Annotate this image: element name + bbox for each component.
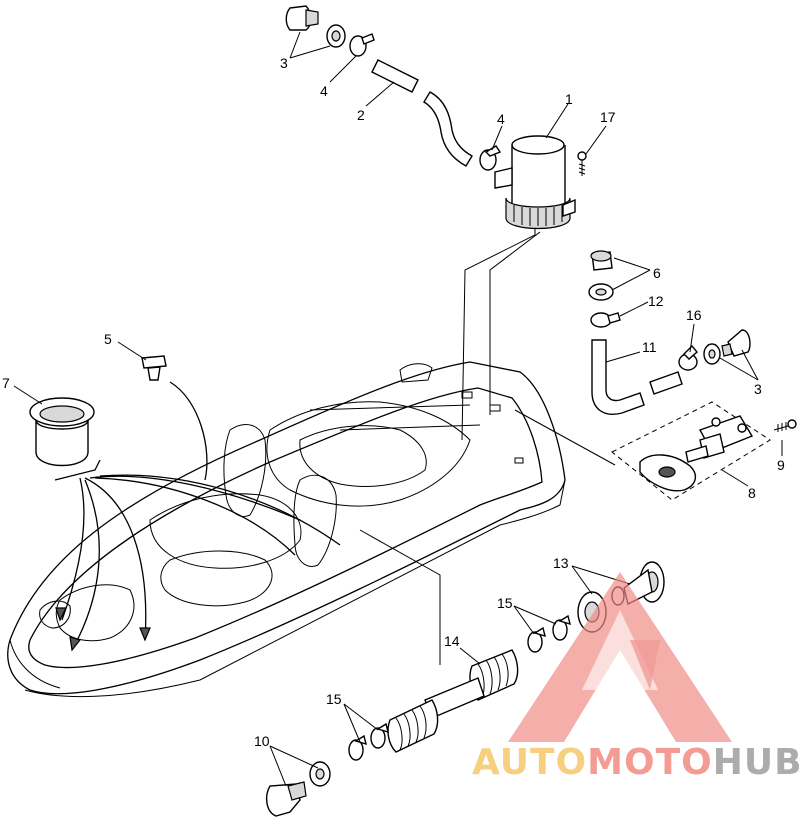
cup-holder-7 bbox=[29, 397, 95, 467]
callout-leaders bbox=[13, 31, 783, 787]
hose-2 bbox=[371, 59, 473, 167]
callout-4-mid: 4 bbox=[497, 111, 505, 127]
boat-hull bbox=[7, 361, 566, 698]
callout-2: 2 bbox=[357, 107, 365, 123]
clamp-4-top bbox=[349, 33, 375, 57]
callout-3-top: 3 bbox=[280, 55, 288, 71]
clamps-15-left bbox=[348, 722, 389, 761]
callout-14: 14 bbox=[444, 633, 460, 649]
fitting-6 bbox=[588, 250, 614, 301]
clamp-16 bbox=[678, 344, 698, 371]
bilge-pump bbox=[494, 135, 576, 230]
callout-12: 12 bbox=[648, 293, 664, 309]
bellows-hose-14 bbox=[387, 649, 519, 753]
watermark-auto: AUTO bbox=[472, 742, 587, 783]
callout-13: 13 bbox=[553, 555, 569, 571]
screw-17 bbox=[577, 151, 587, 176]
callout-6: 6 bbox=[653, 265, 661, 281]
screw-9 bbox=[773, 419, 797, 432]
grommet-5 bbox=[141, 355, 167, 381]
callout-4-top: 4 bbox=[320, 83, 328, 99]
switch-assembly-8 bbox=[611, 401, 771, 501]
callout-8: 8 bbox=[748, 485, 756, 501]
watermark-moto: MOTO bbox=[587, 742, 713, 783]
callout-16: 16 bbox=[686, 307, 702, 323]
hose-11 bbox=[591, 339, 683, 415]
callout-15-left: 15 bbox=[326, 691, 342, 707]
watermark-text: AUTOMOTOHUB bbox=[472, 742, 800, 783]
callout-10: 10 bbox=[254, 733, 270, 749]
callout-9: 9 bbox=[777, 457, 785, 473]
callout-1: 1 bbox=[565, 91, 573, 107]
callout-11: 11 bbox=[642, 339, 657, 355]
callout-5: 5 bbox=[104, 331, 112, 347]
callout-7: 7 bbox=[2, 375, 10, 391]
callout-15-right: 15 bbox=[497, 595, 513, 611]
clamp-4-mid bbox=[479, 145, 502, 171]
watermark-triangle bbox=[508, 572, 732, 742]
fitting-3-right bbox=[703, 329, 751, 365]
callout-3-right: 3 bbox=[754, 381, 762, 397]
watermark-logo: AUTOMOTOHUB bbox=[472, 572, 800, 783]
watermark-hub: HUB bbox=[713, 742, 800, 783]
clamp-12 bbox=[590, 312, 621, 328]
wiring-harness bbox=[54, 381, 341, 652]
fitting-3-top bbox=[285, 5, 346, 48]
callout-labels: 1 2 3 3 4 4 5 6 7 8 9 10 11 12 13 14 15 … bbox=[2, 55, 785, 749]
projection-lines bbox=[359, 225, 616, 665]
clamps-15-right bbox=[527, 614, 571, 653]
drain-fitting-10 bbox=[265, 761, 331, 817]
callout-17: 17 bbox=[600, 109, 616, 125]
